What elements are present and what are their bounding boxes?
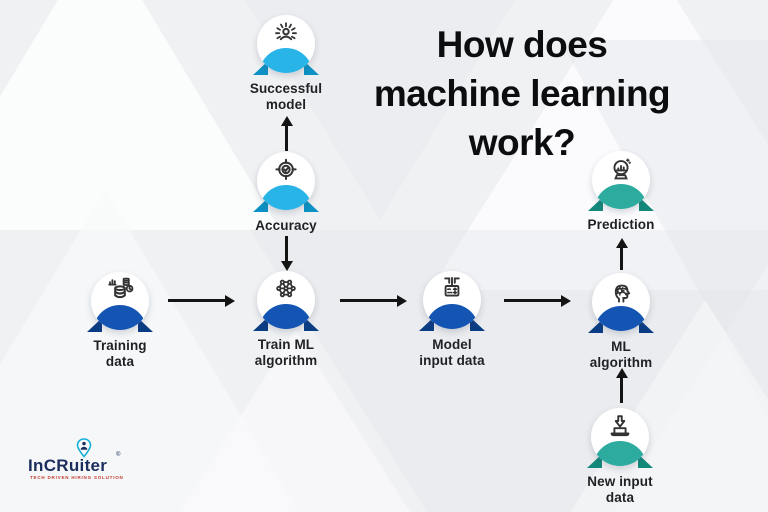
node-ml-algorithm: ML algorithm [588, 273, 654, 370]
arrow-new-input-to-ml [615, 368, 628, 403]
node-label: Training data [93, 338, 147, 369]
location-pin-person-icon [76, 438, 92, 458]
registered-mark: ® [116, 452, 121, 458]
node-successful-model: Successful model [250, 15, 322, 112]
laptop-download-icon [604, 411, 636, 443]
network-nodes-icon [270, 274, 302, 306]
arrow-ml-to-prediction [615, 238, 628, 270]
node-prediction: Prediction [587, 151, 654, 232]
node-accuracy: Accuracy [253, 152, 319, 233]
crystal-ball-icon [605, 154, 637, 186]
database-chart-icon [104, 275, 136, 307]
node-label: Model input data [419, 337, 485, 368]
page-title: How does machine learning work? [373, 24, 671, 163]
shining-person-icon [270, 18, 302, 50]
node-label: Train ML algorithm [254, 337, 318, 368]
node-label: Accuracy [255, 218, 317, 233]
node-label: New input data [587, 474, 653, 505]
node-label: Successful model [249, 81, 323, 112]
node-training-data: Training data [87, 272, 153, 369]
target-check-icon [270, 155, 302, 187]
node-label: Prediction [587, 217, 655, 232]
arrow-model-input-to-ml [504, 294, 571, 307]
node-label: ML algorithm [589, 339, 653, 370]
head-gear-icon [605, 276, 637, 308]
arrow-train-to-model-input [340, 294, 407, 307]
background-triangle [250, 230, 768, 512]
logo-wordmark: InCRuiter [28, 456, 108, 475]
arrow-accuracy-to-train [280, 236, 293, 271]
background-triangle [0, 0, 280, 230]
machine-input-icon [436, 274, 468, 306]
node-model-input-data: Model input data [419, 271, 485, 368]
logo-tagline: TECH DRIVEN HIRING SOLUTION [30, 475, 124, 480]
node-new-input-data: New input data [587, 408, 653, 505]
node-train-ml-algorithm: Train ML algorithm [253, 271, 319, 368]
arrow-accuracy-to-successful [280, 116, 293, 151]
arrow-training-to-train [168, 294, 235, 307]
